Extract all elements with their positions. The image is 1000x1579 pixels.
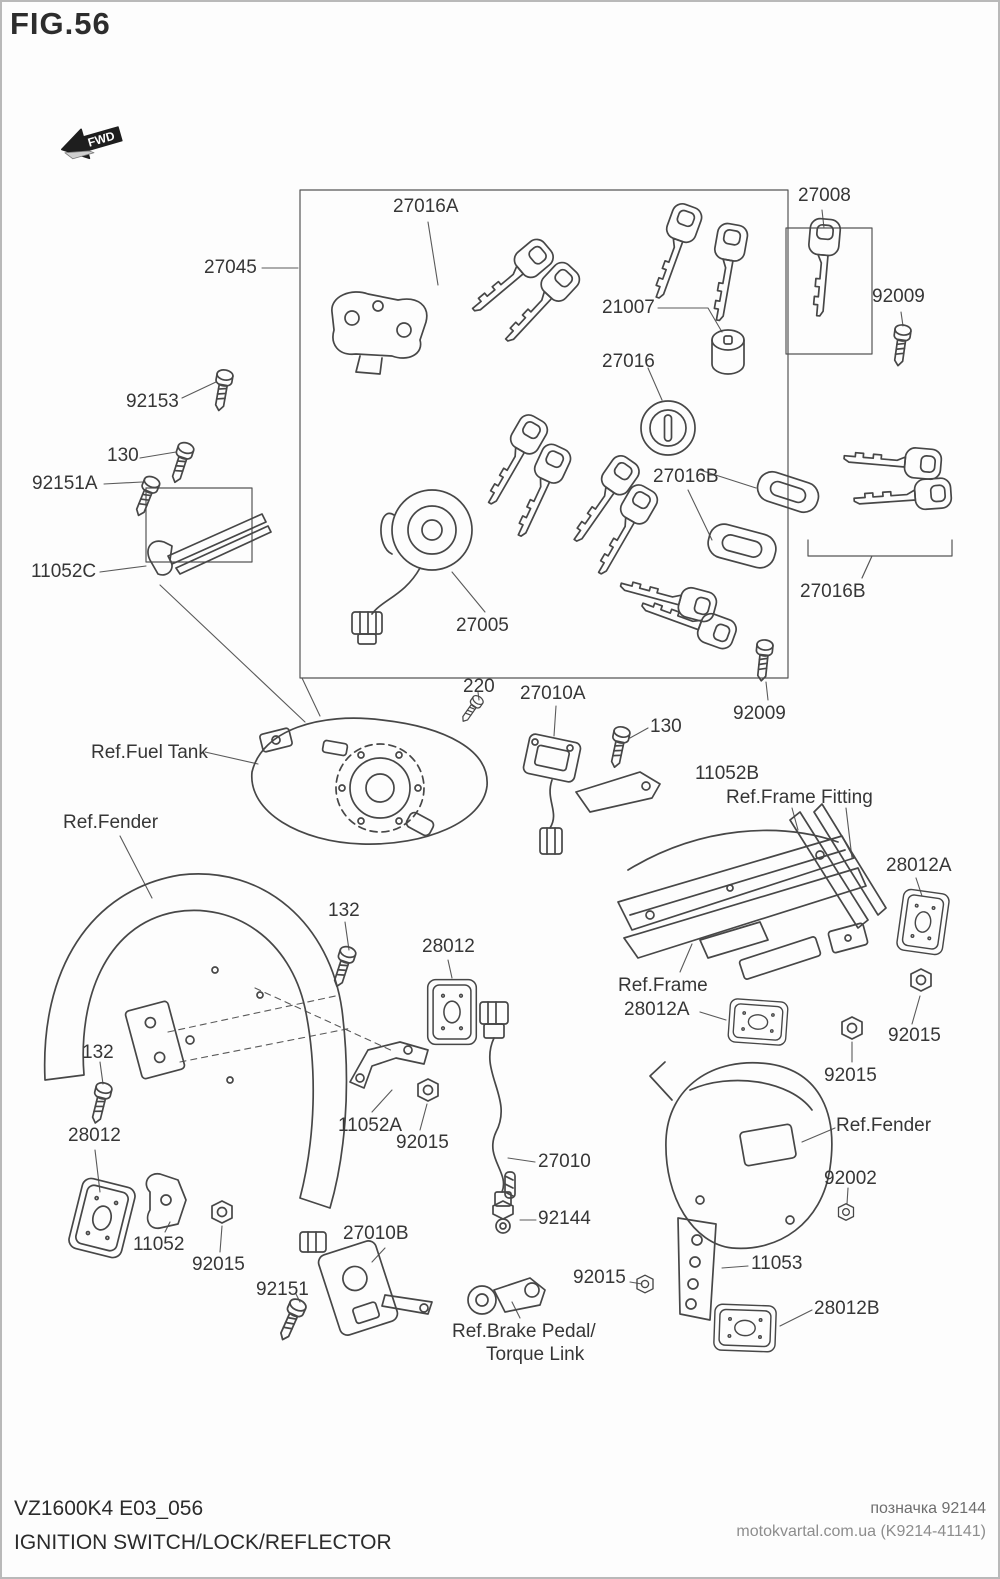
part-number-label: 11052 xyxy=(133,1234,185,1255)
part-number-label: 92144 xyxy=(538,1208,591,1229)
part-number-label: 92153 xyxy=(126,391,179,412)
part-number-label: 11052C xyxy=(31,561,97,582)
part-number-label: 220 xyxy=(463,676,495,697)
part-number-label: 130 xyxy=(650,716,682,737)
grouping-boxes xyxy=(145,189,953,679)
part-number-label: 27016B xyxy=(653,466,719,487)
reference-label: Ref.Fender xyxy=(836,1115,932,1136)
part-number-label: 27016B xyxy=(800,581,866,602)
part-number-label: 92009 xyxy=(733,703,786,724)
part-number-label: 132 xyxy=(328,900,360,921)
part-number-label: 92015 xyxy=(192,1254,245,1275)
frame-fitting xyxy=(789,803,887,954)
switch-27010b xyxy=(299,1231,433,1336)
figure-title: FIG.56 xyxy=(10,6,111,41)
reference-label: Ref.Fender xyxy=(63,812,159,833)
part-number-label: 27016 xyxy=(602,351,655,372)
part-number-label: 92015 xyxy=(396,1132,449,1153)
part-number-label: 92015 xyxy=(573,1267,626,1288)
figure-name: IGNITION SWITCH/LOCK/REFLECTOR xyxy=(14,1531,392,1554)
bracket-11052c xyxy=(147,513,272,576)
brake-pedal-parts xyxy=(467,1277,546,1315)
part-number-label: 130 xyxy=(107,445,139,466)
reference-label: Ref.Brake Pedal/ xyxy=(452,1321,596,1342)
part-number-label: 92002 xyxy=(824,1168,877,1189)
part-number-label: 21007 xyxy=(602,297,655,318)
part-number-label: 92151A xyxy=(32,473,98,494)
part-number-label: 27010A xyxy=(520,683,586,704)
part-number-label: 28012 xyxy=(422,936,475,957)
part-number-label: 132 xyxy=(82,1042,114,1063)
watermark-site: motokvartal.com.ua (K9214-41141) xyxy=(736,1523,986,1541)
front-fender xyxy=(43,873,348,1209)
switch-bracket xyxy=(331,291,428,375)
part-number-label: 92015 xyxy=(888,1025,941,1046)
figure-code: VZ1600K4 E03_056 xyxy=(14,1497,204,1520)
fuel-tank xyxy=(251,717,488,845)
spring-92144 xyxy=(504,1171,516,1199)
part-number-label: 28012 xyxy=(68,1125,121,1146)
reference-label: Torque Link xyxy=(486,1344,585,1365)
reference-label: Ref.Frame Fitting xyxy=(726,787,873,808)
part-number-label: 28012A xyxy=(886,855,952,876)
fwd-arrow-icon: FWD xyxy=(61,126,123,160)
leader-lines xyxy=(94,209,923,1327)
part-number-label: 28012A xyxy=(624,999,690,1020)
lock-cylinders xyxy=(640,329,820,569)
part-number-label: 28012B xyxy=(814,1298,880,1319)
reference-label: Ref.Fuel Tank xyxy=(91,742,208,763)
part-number-label: 27016A xyxy=(393,196,459,217)
part-number-label: 11052B xyxy=(695,763,760,784)
part-number-label: 27010B xyxy=(343,1223,409,1244)
bracket-11052a xyxy=(349,1041,429,1089)
part-number-label: 27008 xyxy=(798,185,851,206)
frame xyxy=(617,829,867,980)
part-number-label: 11053 xyxy=(751,1253,803,1274)
part-number-label: 92009 xyxy=(872,286,925,307)
ignition-switch xyxy=(351,489,473,645)
bracket-11052 xyxy=(145,1173,187,1230)
watermark: позначка 92144 motokvartal.com.ua (K9214… xyxy=(736,1497,986,1543)
part-number-label: 27005 xyxy=(456,615,509,636)
bracket-11053 xyxy=(677,1217,717,1321)
rear-fender xyxy=(649,1061,833,1250)
part-number-label: 92151 xyxy=(256,1279,309,1300)
part-number-label: 27045 xyxy=(204,257,257,278)
part-number-label: 92015 xyxy=(824,1065,877,1086)
part-number-label: 11052A xyxy=(338,1115,403,1136)
brake-switch-27010 xyxy=(479,1001,514,1234)
dashed-lines xyxy=(167,987,396,1063)
switch-27010a xyxy=(522,733,661,855)
watermark-note: позначка 92144 xyxy=(870,1500,986,1517)
reference-label: Ref.Frame xyxy=(618,975,708,996)
part-number-label: 27010 xyxy=(538,1151,591,1172)
